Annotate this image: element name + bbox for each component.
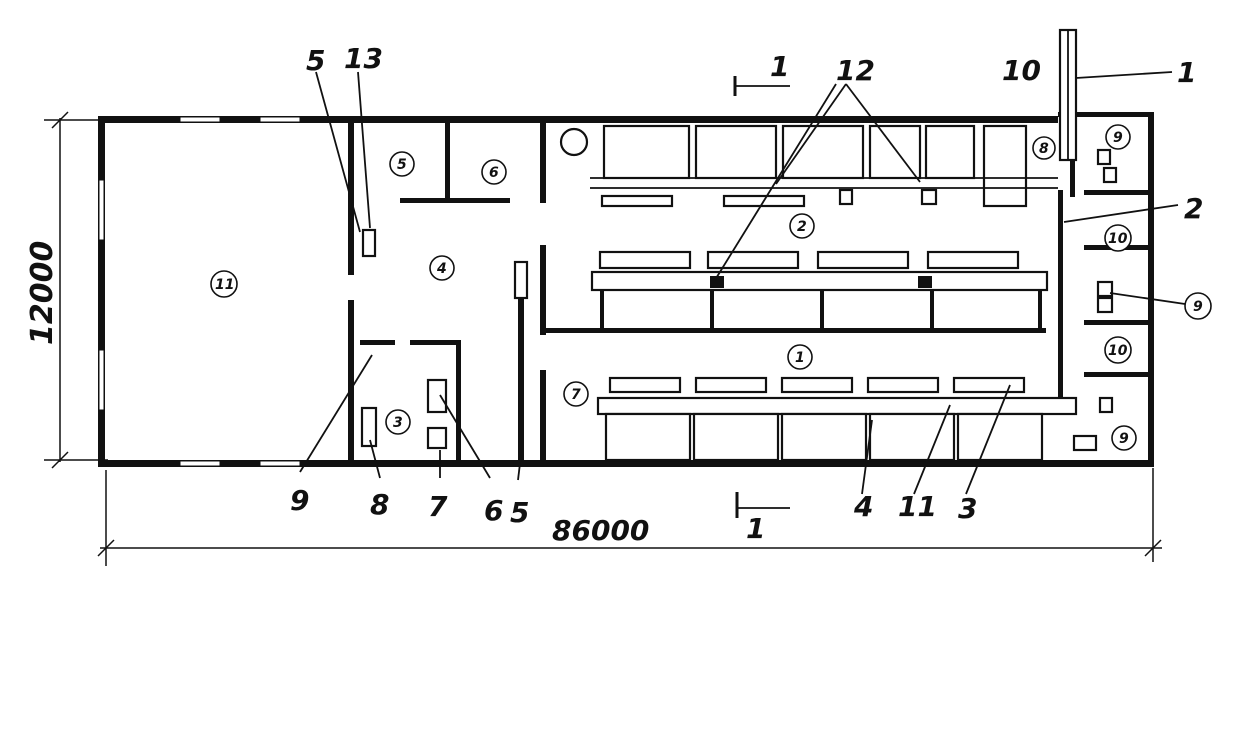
callout-13: 13 (344, 42, 383, 75)
room-4: 4 (436, 261, 447, 277)
room-1: 1 (795, 350, 805, 366)
room-2: 2 (797, 219, 807, 235)
dimension-height: 12000 (25, 111, 108, 469)
svg-text:1: 1 (746, 512, 765, 545)
section-mark-top: 1 (733, 50, 790, 96)
room-10-bottom: 10 (1108, 343, 1128, 359)
room-9-bottom: 9 (1119, 431, 1129, 447)
callout-2: 2 (1184, 192, 1203, 225)
callout-11: 11 (898, 490, 937, 523)
callout-6: 6 (484, 494, 503, 527)
right-column-units (1058, 28, 1148, 452)
small-fixtures (360, 228, 529, 450)
room-9-top: 9 (1113, 130, 1123, 146)
callout-3: 3 (958, 492, 977, 525)
callout-5-top: 5 (306, 44, 325, 77)
callout-1: 1 (1177, 56, 1196, 89)
leader-lines (299, 71, 1179, 495)
room-6: 6 (489, 165, 499, 181)
room-5: 5 (397, 157, 407, 173)
callout-4: 4 (853, 490, 873, 523)
callout-5-bottom: 5 (510, 496, 529, 529)
room-11: 11 (215, 277, 234, 293)
callout-8: 8 (370, 488, 389, 521)
room-8: 8 (1039, 141, 1049, 157)
bottom-row-units (596, 376, 1078, 462)
room-7: 7 (571, 387, 581, 403)
svg-text:1: 1 (770, 50, 789, 83)
room-markers: 1 2 3 4 5 6 7 8 9 9 9 10 10 11 (210, 124, 1212, 451)
dimension-width: 86000 (97, 468, 1162, 566)
section-mark-bottom: 1 (735, 492, 790, 545)
callout-10: 10 (1002, 54, 1041, 87)
callout-9: 9 (290, 484, 309, 517)
middle-row-units (546, 250, 1049, 333)
room-10-top: 10 (1108, 231, 1128, 247)
width-dimension-label: 86000 (552, 514, 649, 547)
outer-walls (98, 112, 1154, 467)
callout-12: 12 (836, 54, 875, 87)
callout-7: 7 (428, 490, 448, 523)
room-9-mid: 9 (1193, 299, 1203, 315)
top-row-units (559, 124, 1058, 208)
callout-labels: 1 2 3 4 5 5 6 7 8 9 10 11 12 13 (290, 42, 1203, 529)
height-dimension-label: 12000 (25, 241, 60, 345)
room-3: 3 (393, 415, 403, 431)
